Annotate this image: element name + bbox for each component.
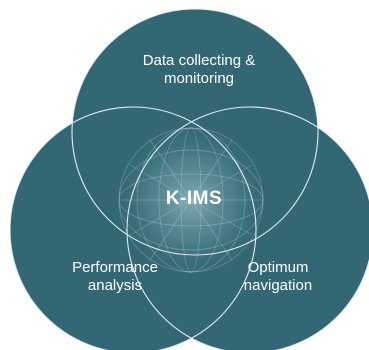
center-globe [111,120,271,280]
label-top-line2: monitoring [163,70,235,87]
label-right-line1: Optimum [247,259,309,276]
circle-top-outline [71,8,319,256]
label-performance-analysis: Performance analysis [42,259,188,295]
label-top-line1: Data collecting & [142,52,256,69]
label-left-line2: analysis [87,277,143,294]
circle-right-outline [126,106,369,350]
label-optimum-navigation: Optimum navigation [203,259,353,295]
label-left-line1: Performance [72,259,158,276]
label-right-line2: navigation [243,277,313,294]
label-data-collecting-monitoring: Data collecting & monitoring [104,52,294,88]
circle-left-outline [9,106,257,350]
center-label-kims: K-IMS [165,188,223,209]
